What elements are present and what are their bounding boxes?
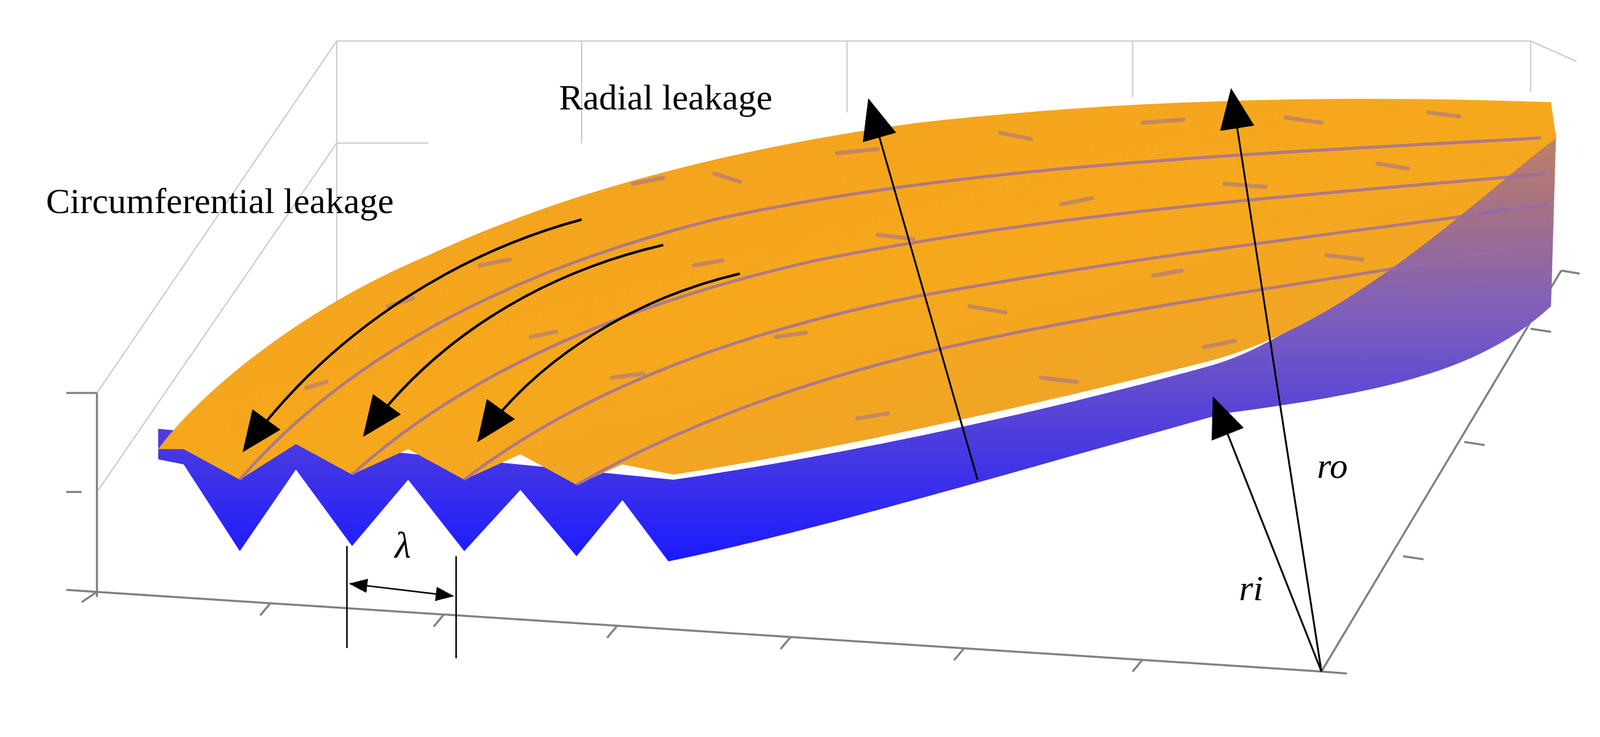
circumferential-arrows [245, 219, 741, 449]
radial-arrow [869, 102, 978, 480]
outer-radius-arrow [1231, 91, 1322, 672]
radial-leakage-label: Radial leakage [558, 76, 773, 119]
circumferential-leakage-label: Circumferential leakage [45, 180, 394, 222]
roughness-texture [306, 112, 1506, 419]
inner-radius-label: ri [1239, 567, 1263, 610]
axis-grid [96, 40, 1577, 597]
outer-radius-label: ro [1317, 445, 1348, 487]
wavelength-symbol: λ [394, 524, 412, 568]
top-surface [158, 98, 1557, 486]
inner-radius-arrow [1214, 400, 1322, 672]
